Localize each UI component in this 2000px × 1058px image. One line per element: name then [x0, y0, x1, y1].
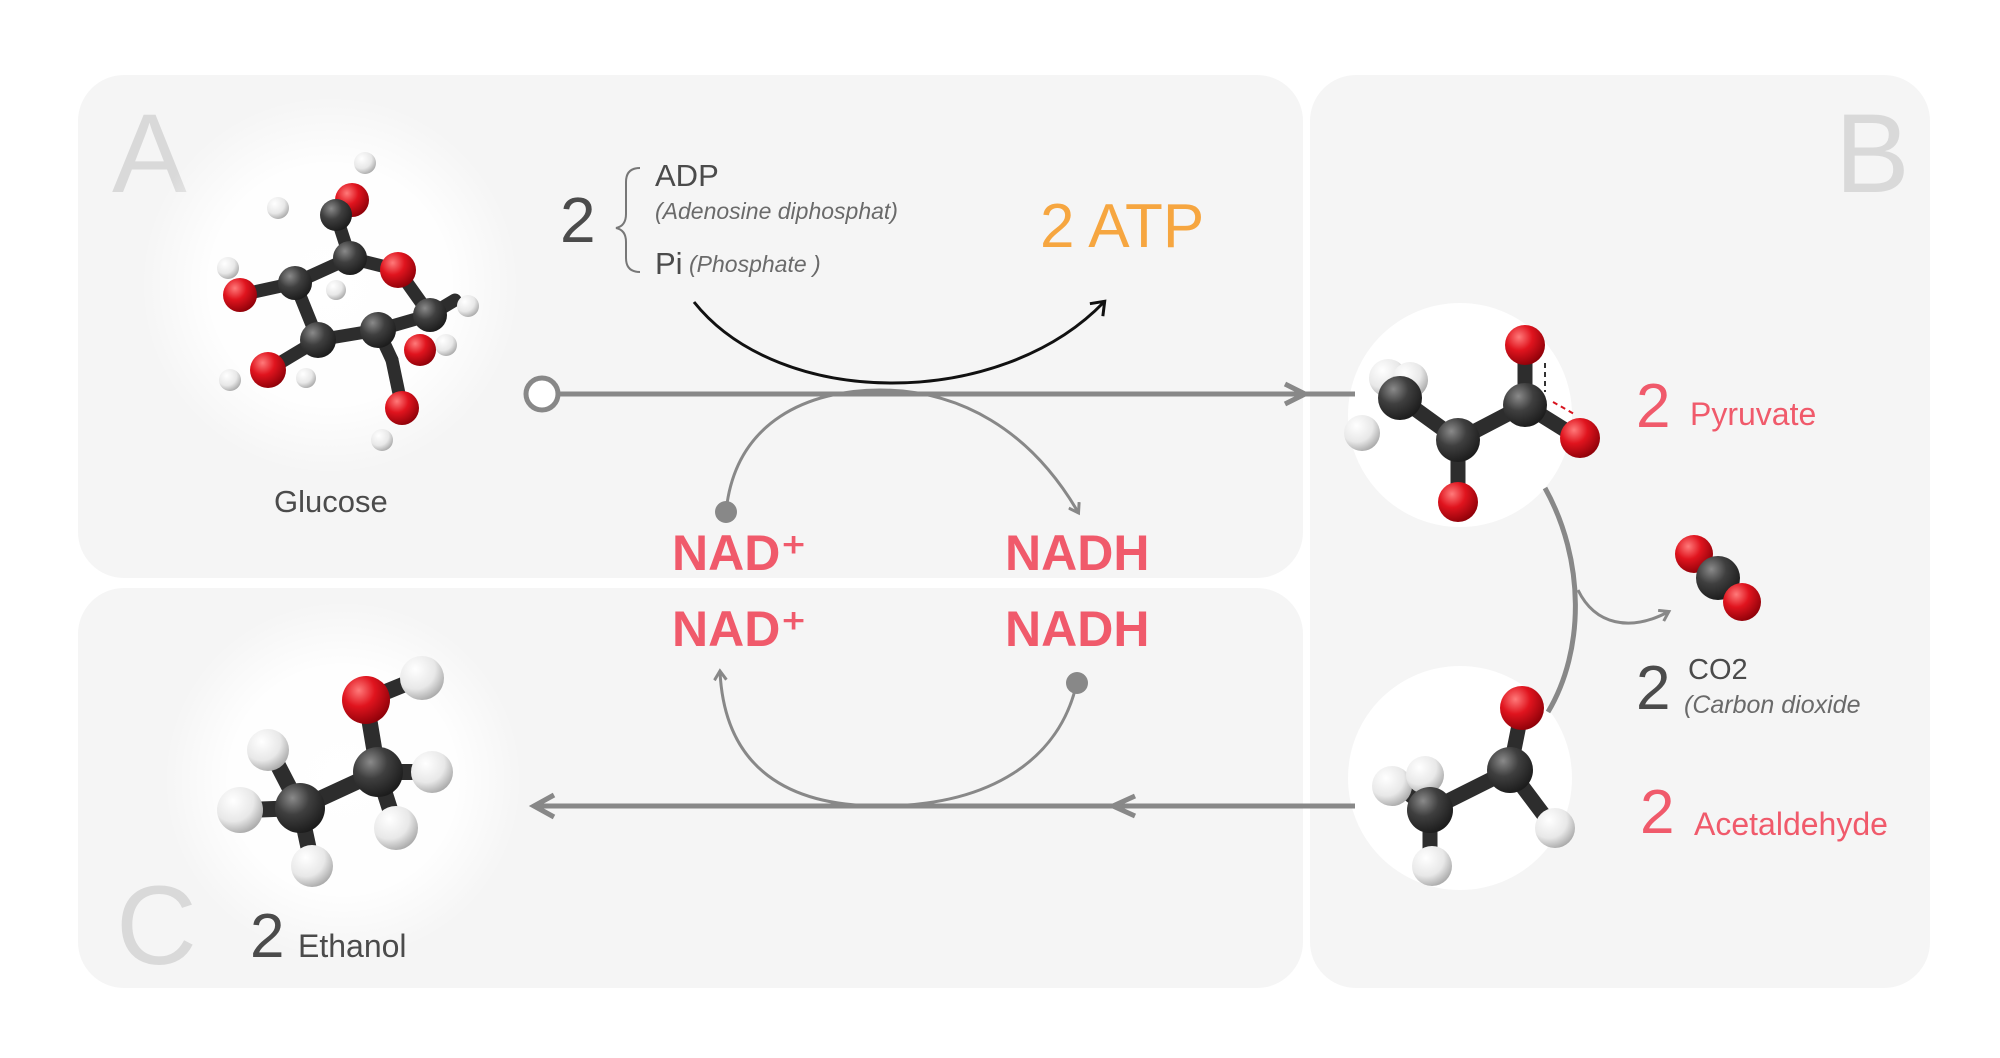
pi-name: Pi	[655, 246, 683, 281]
co2-release-arrow	[1576, 589, 1668, 625]
adp-brace	[615, 167, 641, 273]
nad-plus-top: NAD⁺	[672, 525, 807, 581]
adp-full-name: (Adenosine diphosphat)	[655, 198, 898, 224]
atp-label: 2 ATP	[1040, 192, 1205, 261]
adp-name: ADP	[655, 158, 719, 193]
panel-letter-b: B	[1835, 91, 1910, 216]
co2-name: CO2	[1688, 654, 1748, 686]
co2-full-name: (Carbon dioxide	[1684, 691, 1861, 719]
pyruvate-count: 2	[1636, 372, 1671, 441]
pyruvate-atoms	[1344, 325, 1600, 522]
pathway-arrowhead-bottom-end	[528, 792, 556, 820]
panel-letter-c: C	[116, 863, 197, 988]
nad-cycle-bottom-dot	[1066, 672, 1088, 694]
nad-plus-bottom: NAD⁺	[672, 601, 807, 657]
ethanol-atoms	[217, 656, 453, 887]
atp-arrow	[692, 299, 1107, 385]
glucose-atoms	[217, 152, 479, 451]
acetaldehyde-atoms	[1372, 686, 1575, 886]
co2-molecule	[1675, 535, 1761, 621]
adp-count: 2	[560, 184, 596, 256]
glucose-label: Glucose	[274, 484, 388, 519]
pathway-start-circle	[523, 375, 561, 413]
pyruvate-name: Pyruvate	[1690, 396, 1817, 432]
pathway-arrowhead-top	[1283, 381, 1311, 407]
pi-full-name: (Phosphate )	[689, 251, 821, 277]
ethanol-name: Ethanol	[298, 928, 407, 964]
nad-cycle-bottom-arc	[720, 672, 1079, 808]
acetaldehyde-name: Acetaldehyde	[1694, 806, 1888, 842]
decarboxylation-arc	[1542, 486, 1578, 714]
co2-count: 2	[1636, 654, 1671, 723]
nad-cycle-top-dot	[715, 501, 737, 523]
nadh-top: NADH	[1005, 525, 1150, 581]
nad-cycle-top-arc	[724, 388, 1078, 512]
nadh-bottom: NADH	[1005, 601, 1150, 657]
ethanol-count: 2	[250, 902, 285, 971]
acetaldehyde-count: 2	[1640, 778, 1675, 847]
pathway-arrowhead-bottom-mid	[1106, 793, 1137, 819]
